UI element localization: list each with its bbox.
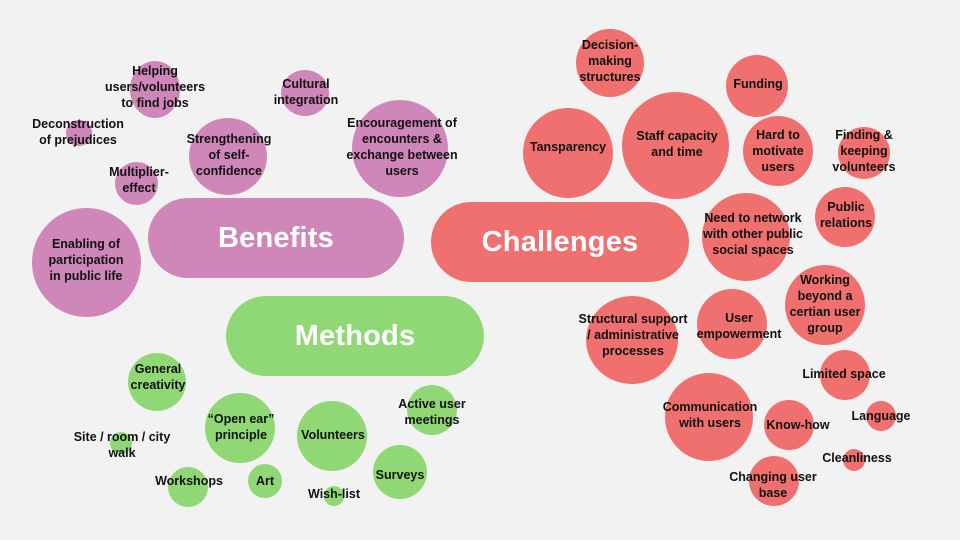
challenge-label-language: Language <box>851 409 911 423</box>
challenge-label-volunteers: Finding & keeping volunteers <box>832 128 896 174</box>
benefit-bubble-multiplier <box>115 162 158 205</box>
method-bubble-walk <box>110 432 132 454</box>
method-label-creativity: General creativity <box>130 362 186 392</box>
challenge-bubble-space <box>820 350 870 400</box>
challenge-label-transparency: Tansparency <box>529 140 607 154</box>
method-bubble-openear <box>205 393 275 463</box>
challenge-bubble-network <box>702 193 790 281</box>
method-label-wishlist: Wish-list <box>308 487 360 501</box>
benefit-bubble-participation <box>32 208 141 317</box>
challenge-bubble-knowhow <box>764 400 814 450</box>
challenge-label-communication: Communication with users <box>662 400 758 430</box>
challenge-label-empowerment: User empowerment <box>696 311 782 341</box>
challenge-label-beyond: Working beyond a certian user group <box>789 273 861 335</box>
challenge-bubble-transparency <box>523 108 613 198</box>
challenge-bubble-funding <box>726 55 788 117</box>
benefit-label-jobs: Helping users/volunteers to find jobs <box>104 64 206 110</box>
challenge-bubble-empowerment <box>697 289 767 359</box>
challenge-bubble-volunteers <box>838 127 890 179</box>
challenge-bubble-motivate <box>743 116 813 186</box>
method-label-openear: “Open ear” principle <box>207 412 275 442</box>
method-label-meetings: Active user meetings <box>398 397 466 427</box>
method-label-walk: Site / room / city walk <box>73 430 171 460</box>
challenge-bubble-communication <box>665 373 753 461</box>
challenge-label-staff: Staff capacity and time <box>636 129 718 159</box>
benefit-bubble-confidence <box>189 118 267 195</box>
benefit-label-confidence: Strengthening of self- confidence <box>186 132 272 178</box>
benefit-label-cultural: Cultural integration <box>273 77 339 107</box>
challenge-bubble-language <box>866 401 896 431</box>
method-bubble-workshops <box>168 467 208 507</box>
method-bubble-meetings <box>407 385 457 435</box>
method-bubble-surveys <box>373 445 427 499</box>
challenge-bubble-staff <box>622 92 729 199</box>
method-bubble-art <box>248 464 282 498</box>
challenge-label-changing: Changing user base <box>729 470 817 500</box>
benefit-label-participation: Enabling of participation in public life <box>48 237 124 283</box>
challenges-title: Challenges <box>431 202 689 282</box>
benefits-title: Benefits <box>148 198 404 278</box>
challenge-label-pr: Public relations <box>819 200 873 230</box>
method-bubble-volunteers <box>297 401 367 471</box>
method-label-surveys: Surveys <box>375 468 425 482</box>
benefit-label-prejudices: Deconstruction of prejudices <box>32 117 124 147</box>
challenge-label-knowhow: Know-how <box>766 418 830 432</box>
challenge-label-network: Need to network with other public social… <box>703 211 803 257</box>
challenge-label-cleanliness: Cleanliness <box>822 451 892 465</box>
method-bubble-creativity <box>128 353 186 411</box>
challenge-bubble-structural <box>586 296 678 384</box>
challenge-label-space: Limited space <box>802 367 886 381</box>
challenge-bubble-pr <box>815 187 875 247</box>
benefit-label-multiplier: Multiplier- effect <box>109 165 169 195</box>
challenge-bubble-cleanliness <box>843 449 865 471</box>
challenge-bubble-decision <box>576 29 644 97</box>
challenge-bubble-beyond <box>785 265 865 345</box>
challenge-bubble-changing <box>749 456 799 506</box>
challenge-label-structural: Structural support / administrative proc… <box>578 312 688 358</box>
benefit-bubble-prejudices <box>66 120 92 146</box>
benefit-bubble-encounters <box>352 100 448 197</box>
method-label-art: Art <box>255 474 275 488</box>
method-label-volunteers: Volunteers <box>301 428 365 442</box>
challenge-label-funding: Funding <box>733 77 783 91</box>
method-label-workshops: Workshops <box>155 474 223 488</box>
challenge-label-decision: Decision- making structures <box>579 38 641 84</box>
methods-title: Methods <box>226 296 484 376</box>
method-bubble-wishlist <box>324 486 344 506</box>
benefit-bubble-jobs <box>130 61 180 118</box>
benefit-bubble-cultural <box>281 70 329 116</box>
challenge-label-motivate: Hard to motivate users <box>752 128 804 174</box>
benefit-label-encounters: Encouragement of encounters & exchange b… <box>346 116 458 178</box>
